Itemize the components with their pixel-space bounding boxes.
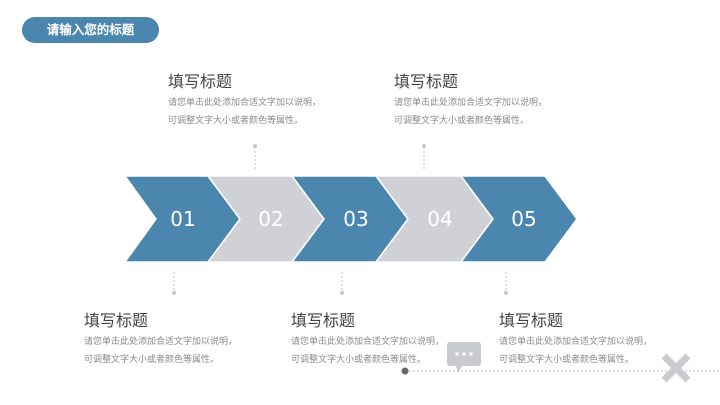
step-desc-line2: 可调整文字大小或者颜色等属性。: [168, 116, 304, 126]
connector-lines: [172, 144, 508, 295]
step-desc-line2: 可调整文字大小或者颜色等属性。: [84, 355, 220, 365]
decor-dot: [401, 367, 409, 375]
step-title: 填写标题: [499, 311, 564, 330]
step-desc-line2: 可调整文字大小或者颜色等属性。: [394, 116, 530, 126]
chat-bubble-icon: [447, 342, 481, 373]
close-x-icon: [661, 353, 691, 383]
page-title: 请输入您的标题: [22, 17, 159, 43]
step-desc-line1: 请您单击此处添加合适文字加以说明，: [394, 98, 548, 108]
step-desc-line1: 请您单击此处添加合适文字加以说明，: [168, 98, 322, 108]
step-title: 填写标题: [291, 311, 356, 330]
step-desc-line1: 请您单击此处添加合适文字加以说明，: [499, 337, 653, 347]
step-desc-line1: 请您单击此处添加合适文字加以说明，: [291, 337, 445, 347]
step-title: 填写标题: [394, 72, 459, 91]
step-02-text: 填写标题 请您单击此处添加合适文字加以说明， 可调整文字大小或者颜色等属性。: [168, 72, 358, 130]
step-number-04: 04: [427, 207, 452, 231]
step-title: 填写标题: [168, 72, 233, 91]
step-desc-line2: 可调整文字大小或者颜色等属性。: [291, 355, 427, 365]
step-04-text: 填写标题 请您单击此处添加合适文字加以说明， 可调整文字大小或者颜色等属性。: [394, 72, 584, 130]
step-desc-line1: 请您单击此处添加合适文字加以说明，: [84, 337, 238, 347]
step-number-01: 01: [170, 207, 195, 231]
step-01-text: 填写标题 请您单击此处添加合适文字加以说明， 可调整文字大小或者颜色等属性。: [84, 311, 274, 369]
step-03-text: 填写标题 请您单击此处添加合适文字加以说明， 可调整文字大小或者颜色等属性。: [291, 311, 481, 369]
chevron-step-05: [459, 175, 578, 263]
step-title: 填写标题: [84, 311, 149, 330]
step-number-03: 03: [343, 207, 368, 231]
step-desc-line2: 可调整文字大小或者颜色等属性。: [499, 355, 635, 365]
step-05-text: 填写标题 请您单击此处添加合适文字加以说明， 可调整文字大小或者颜色等属性。: [499, 311, 689, 369]
step-number-02: 02: [258, 207, 283, 231]
step-number-05: 05: [511, 207, 536, 231]
